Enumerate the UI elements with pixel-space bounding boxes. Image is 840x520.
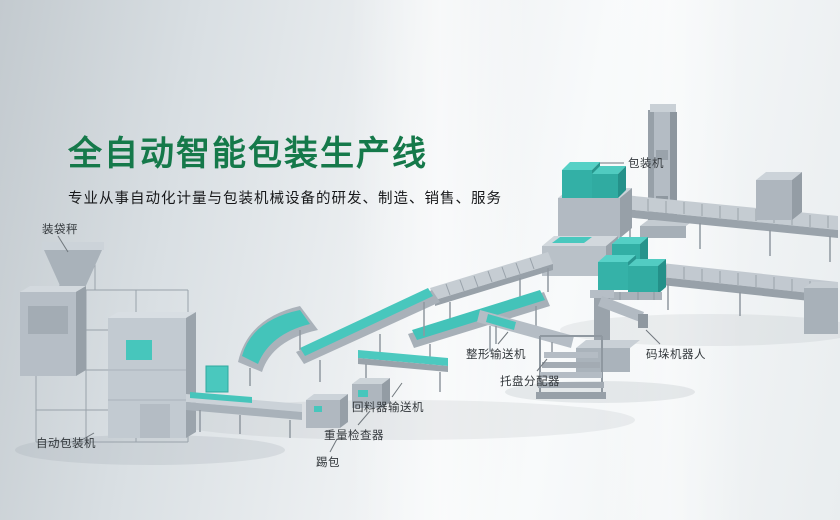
callout-shaping-conveyor — [497, 331, 509, 345]
left-aux-machine — [20, 286, 86, 376]
auto-packing-machine-body — [108, 312, 196, 438]
label-bagging-scale: 装袋秤 — [42, 224, 78, 236]
label-shaping-conveyor: 整形输送机 — [466, 349, 526, 361]
label-auto-packing: 自动包装机 — [36, 438, 96, 450]
callout-kick-bag — [329, 438, 338, 453]
page-title: 全自动智能包装生产线 — [68, 135, 428, 173]
callout-lines — [57, 162, 661, 453]
callout-auto-packing — [79, 432, 95, 442]
packaging-machine-body — [558, 162, 632, 238]
label-kick-bag: 踢包 — [316, 457, 340, 469]
incline-conveyor — [296, 288, 440, 382]
callout-palletizing-robot — [645, 329, 661, 345]
weight-checker-machine — [352, 378, 390, 408]
kick-bag-device — [306, 394, 348, 428]
mid-roller-conveyor — [430, 252, 553, 322]
curve-conveyor — [238, 306, 318, 386]
label-return-conveyor: 回料器输送机 — [352, 402, 424, 414]
label-weight-checker: 重量检查器 — [324, 430, 384, 442]
feeder-conveyor — [477, 310, 574, 358]
label-packaging-machine: 包装机 — [628, 158, 664, 170]
callout-weight-checker — [357, 410, 371, 426]
callout-return-conveyor — [391, 382, 403, 398]
label-palletizing-robot: 码垛机器人 — [646, 349, 706, 361]
callout-bagging-scale — [57, 235, 69, 253]
page-subtitle: 专业从事自动化计量与包装机械设备的研发、制造、销售、服务 — [68, 191, 502, 207]
callout-pallet-distributor — [536, 358, 548, 372]
right-lower-roller-conveyor — [652, 262, 838, 334]
label-pallet-distributor: 托盘分配器 — [500, 376, 560, 388]
outfeed-conveyor — [186, 365, 302, 438]
